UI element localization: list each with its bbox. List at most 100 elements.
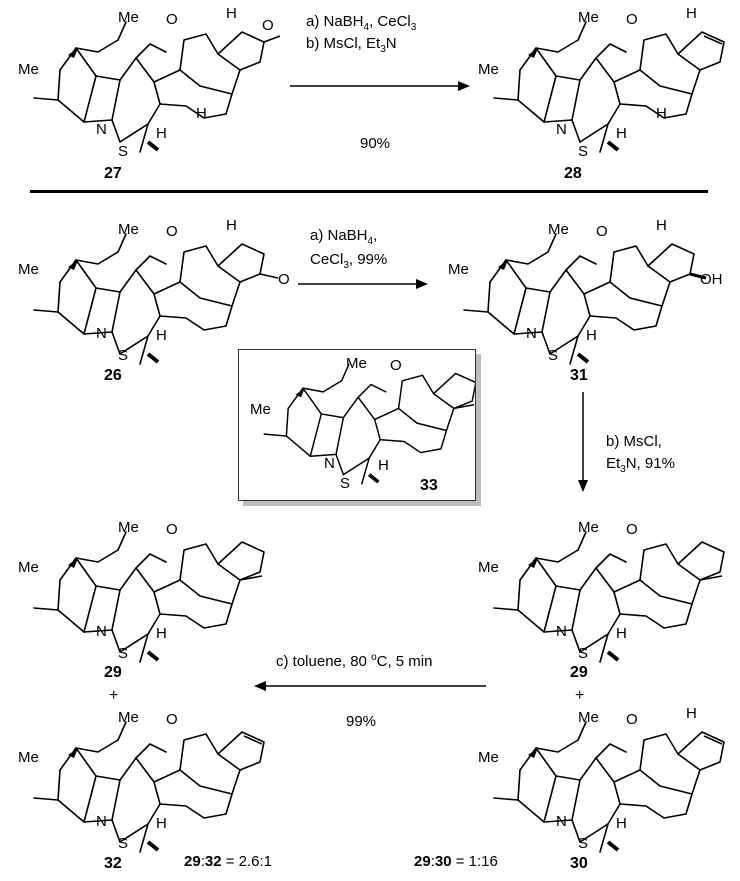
atom-h-ring-27: H: [196, 105, 207, 122]
atom-o-29-left: O: [166, 521, 178, 538]
atom-o-31: O: [596, 223, 608, 240]
structure-26: [33, 233, 279, 365]
structure-29-left: [33, 531, 265, 663]
compound-number-32: 32: [104, 855, 122, 872]
atom-me-32: Me: [18, 749, 39, 766]
plus-sign-right: +: [575, 687, 585, 704]
atom-o-27: O: [166, 11, 178, 28]
atom-me-26: Me: [18, 261, 39, 278]
atom-h-lower-29-left: H: [156, 625, 167, 642]
atom-s-33: S: [340, 475, 351, 492]
arrow-27-to-28: [290, 81, 470, 91]
atom-n-30: N: [556, 813, 567, 830]
compound-number-27: 27: [104, 165, 122, 182]
atom-o-29-right: O: [626, 521, 638, 538]
atom-o-33: O: [390, 357, 402, 374]
atom-h-lower-32: H: [156, 815, 167, 832]
reagent-step-a-1: a) NaBH4, CeCl3: [306, 13, 417, 33]
atom-me-29-left: Me: [18, 559, 39, 576]
arrow-26-to-31: [298, 279, 428, 289]
atom-n-27: N: [96, 121, 107, 138]
inset-box-33: [238, 349, 477, 501]
atom-o-30: O: [626, 711, 638, 728]
atom-n-31: N: [526, 325, 537, 342]
atom-me-30: Me: [478, 749, 499, 766]
atom-h-lower-33: H: [378, 457, 389, 474]
atom-o-32: O: [166, 711, 178, 728]
ratio-29-30: 29:30 = 1:16: [414, 853, 498, 870]
atom-me-top-28: Me: [578, 9, 599, 26]
atom-h-lower-30: H: [616, 815, 627, 832]
structure-28: [493, 21, 725, 153]
atom-h-27: H: [226, 5, 237, 22]
section-divider: [30, 190, 708, 193]
atom-s-31: S: [548, 347, 559, 364]
atom-h-lower-31: H: [586, 327, 597, 344]
atom-h-31: H: [656, 217, 667, 234]
atom-s-28: S: [578, 143, 589, 160]
compound-number-29-right: 29: [570, 664, 588, 681]
atom-s-26: S: [118, 347, 129, 364]
yield-1: 90%: [360, 135, 391, 152]
atom-me-27: Me: [18, 61, 39, 78]
atom-s-27: S: [118, 143, 129, 160]
compound-number-29-left: 29: [104, 664, 122, 681]
arrow-to-29-32: [254, 681, 486, 691]
reagent-step-b-1: b) MsCl, Et3N: [306, 35, 397, 55]
atom-o-ketone-27: O: [262, 17, 274, 34]
atom-oh-31: OH: [700, 271, 723, 288]
arrow-31-to-29: [578, 392, 588, 492]
atom-n-29-left: N: [96, 623, 107, 640]
atom-s-30: S: [578, 835, 589, 852]
compound-number-33: 33: [420, 477, 438, 494]
atom-n-33: N: [324, 455, 335, 472]
atom-o-28: O: [626, 11, 638, 28]
plus-sign-left: +: [109, 687, 119, 704]
structure-31: [463, 233, 707, 365]
atom-n-32: N: [96, 813, 107, 830]
atom-o-ketone-26: O: [278, 271, 290, 288]
atom-o-26: O: [166, 223, 178, 240]
atom-h-30: H: [686, 705, 697, 722]
atom-me-top-30: Me: [578, 709, 599, 726]
atom-me-33: Me: [250, 401, 271, 418]
compound-number-30: 30: [570, 855, 588, 872]
atom-me-top-31: Me: [548, 221, 569, 238]
reagent-step-b-3-line2: Et3N, 91%: [606, 455, 675, 475]
yield-4: 99%: [346, 713, 377, 730]
atom-h-26: H: [226, 217, 237, 234]
atom-s-29-left: S: [118, 645, 129, 662]
structure-30: [493, 721, 725, 853]
ratio-29-32: 29:32 = 2.6:1: [184, 853, 273, 870]
atom-h-ring-28: H: [656, 105, 667, 122]
atom-me-29-right: Me: [478, 559, 499, 576]
atom-me-top-32: Me: [118, 709, 139, 726]
structure-33: [263, 363, 477, 485]
atom-h-lower-29-right: H: [616, 625, 627, 642]
reagent-step-c-4: c) toluene, 80 oC, 5 min: [276, 652, 433, 670]
reagent-step-b-3: b) MsCl,: [606, 433, 662, 450]
structure-29-right: [493, 531, 725, 663]
structure-32: [33, 721, 265, 853]
atom-s-32: S: [118, 835, 129, 852]
atom-h-lower-26: H: [156, 327, 167, 344]
atom-me-top-29-right: Me: [578, 519, 599, 536]
atom-h-lower-28: H: [616, 125, 627, 142]
compound-number-28: 28: [564, 165, 582, 182]
atom-me-top-26: Me: [118, 221, 139, 238]
atom-me-top-27: Me: [118, 9, 139, 26]
atom-me-28: Me: [478, 61, 499, 78]
structure-27: [33, 21, 281, 153]
atom-n-28: N: [556, 121, 567, 138]
atom-h-lower-27: H: [156, 125, 167, 142]
atom-me-top-29-left: Me: [118, 519, 139, 536]
atom-me-top-33: Me: [346, 355, 367, 372]
atom-n-26: N: [96, 325, 107, 342]
reagent-step-a-2: a) NaBH4,: [310, 227, 378, 247]
atom-n-29-right: N: [556, 623, 567, 640]
reagent-step-a-2-line2: CeCl3, 99%: [310, 251, 388, 271]
atom-h-28: H: [686, 5, 697, 22]
compound-number-26: 26: [104, 367, 122, 384]
atom-me-31: Me: [448, 261, 469, 278]
